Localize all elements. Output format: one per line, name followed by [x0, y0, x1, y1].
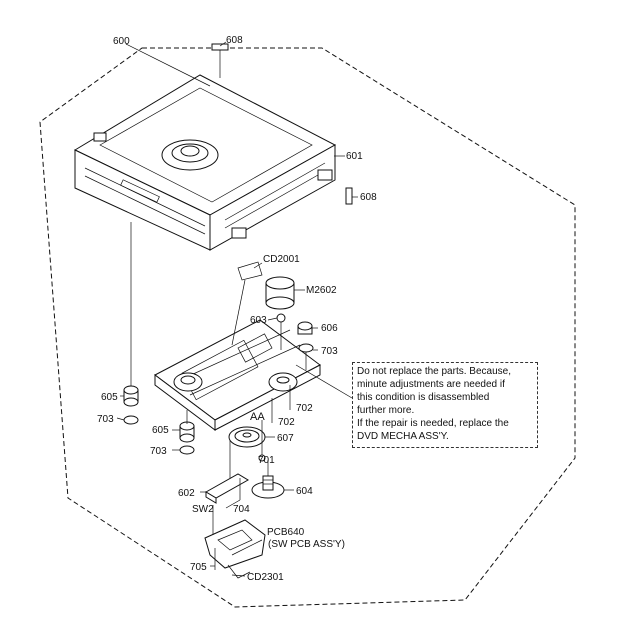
label-703-right: 703	[321, 346, 338, 357]
label-m2602: M2602	[306, 285, 337, 296]
label-605-lower: 605	[152, 425, 169, 436]
note-line: DVD MECHA ASS'Y.	[357, 431, 449, 442]
dvd-mecha-cover	[73, 74, 337, 251]
screw-701	[258, 454, 266, 462]
label-600: 600	[113, 36, 130, 47]
note-line: this condition is disassembled	[357, 392, 490, 403]
label-702b: 702	[278, 417, 295, 428]
label-704: 704	[233, 504, 250, 515]
note-line: minute adjustments are needed if	[357, 379, 505, 390]
damper-605-left	[123, 385, 139, 407]
label-701: 701	[258, 455, 275, 466]
washer-703-lower	[179, 445, 195, 455]
repair-note: Do not replace the parts. Because, minut…	[352, 362, 538, 448]
label-705: 705	[190, 562, 207, 573]
label-pcb-name: (SW PCB ASS'Y)	[268, 539, 345, 550]
label-603: 603	[250, 315, 267, 326]
label-cd2301: CD2301	[247, 572, 284, 583]
label-702a: 702	[296, 403, 313, 414]
label-pcb640: PCB640	[267, 527, 305, 538]
switch-602	[205, 473, 249, 504]
cable-cd2301	[227, 564, 251, 579]
label-608-top: 608	[226, 35, 243, 46]
label-607: 607	[277, 433, 294, 444]
motor-m2602	[265, 276, 295, 310]
screw-608-side	[345, 187, 353, 205]
label-604: 604	[296, 486, 313, 497]
label-605-left: 605	[101, 392, 118, 403]
pcb-640	[204, 519, 266, 569]
note-line: Do not replace the parts. Because,	[357, 366, 511, 377]
label-703-left: 703	[97, 414, 114, 425]
gear-607	[228, 426, 266, 448]
label-sw2: SW2	[192, 504, 214, 515]
label-703-lower: 703	[150, 446, 167, 457]
label-608-side: 608	[360, 192, 377, 203]
washer-703-left	[123, 415, 139, 425]
label-cd2001: CD2001	[263, 254, 300, 265]
cable-cd2001	[237, 261, 263, 281]
label-aa: AA	[250, 411, 265, 423]
label-602: 602	[178, 488, 195, 499]
label-601: 601	[346, 151, 363, 162]
washer-703-right	[298, 343, 314, 353]
note-line: If the repair is needed, replace the	[357, 418, 509, 429]
screw-603	[276, 313, 286, 323]
label-606: 606	[321, 323, 338, 334]
damper-606	[297, 321, 313, 335]
note-line: further more.	[357, 405, 415, 416]
gear-604	[251, 475, 285, 499]
damper-605-lower	[179, 421, 195, 443]
